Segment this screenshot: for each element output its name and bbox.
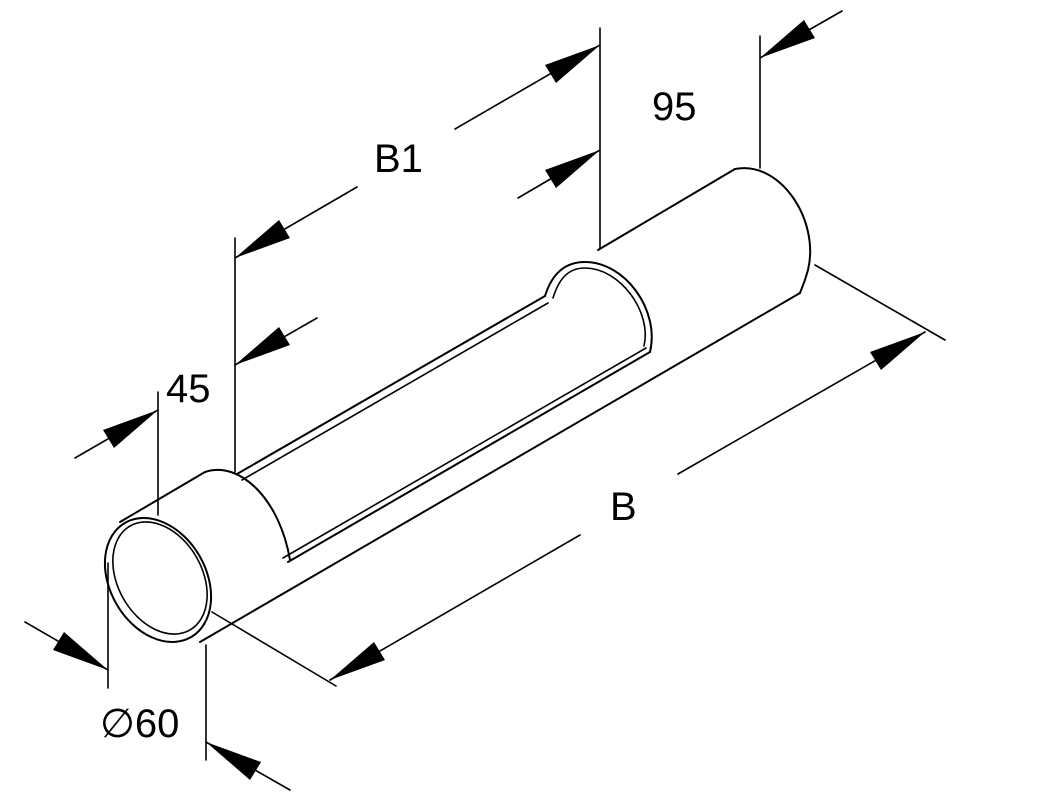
cutout-upper-edge-inner <box>241 302 549 481</box>
arrow-45-left <box>103 410 158 448</box>
cutout-lower-edge-inner <box>282 347 647 559</box>
label-95: 95 <box>652 85 697 129</box>
front-end-inner <box>112 521 208 635</box>
arrow-dia-right <box>206 742 261 780</box>
arrow-b1-right <box>545 45 600 83</box>
arrow-dia-left <box>53 632 108 670</box>
dimension-labels: B1 95 45 B ∅60 <box>100 85 697 746</box>
rear-collar-step-inner <box>552 267 646 347</box>
rear-collar-top <box>597 168 736 251</box>
diameter-value: 60 <box>135 702 180 746</box>
arrow-95-right <box>760 20 815 58</box>
label-b1: B1 <box>374 137 423 181</box>
pipe-body <box>103 167 812 643</box>
arrow-95-left <box>545 150 600 188</box>
arrow-b-lower <box>330 642 385 680</box>
ext-line-b-left <box>211 611 337 687</box>
label-diameter: ∅60 <box>100 702 179 746</box>
arrowheads <box>53 20 925 780</box>
diameter-symbol: ∅ <box>100 702 135 746</box>
rear-collar-step <box>544 261 653 353</box>
cutout-lower-edge <box>287 351 651 563</box>
front-end-outer <box>103 517 213 643</box>
arrow-45-right <box>235 327 290 365</box>
rear-end-cap <box>734 167 812 294</box>
front-collar-top <box>119 471 206 523</box>
label-45: 45 <box>166 367 211 411</box>
arrow-b1-left <box>235 220 290 258</box>
dimension-lines <box>24 10 926 791</box>
ext-line-b-right <box>814 264 946 341</box>
extension-lines <box>107 27 946 761</box>
label-b: B <box>610 485 637 529</box>
front-collar-rim <box>204 469 291 561</box>
cutout-upper-edge <box>236 295 546 475</box>
pipe-bottom-edge <box>199 292 801 643</box>
arrow-b-upper <box>870 332 925 370</box>
